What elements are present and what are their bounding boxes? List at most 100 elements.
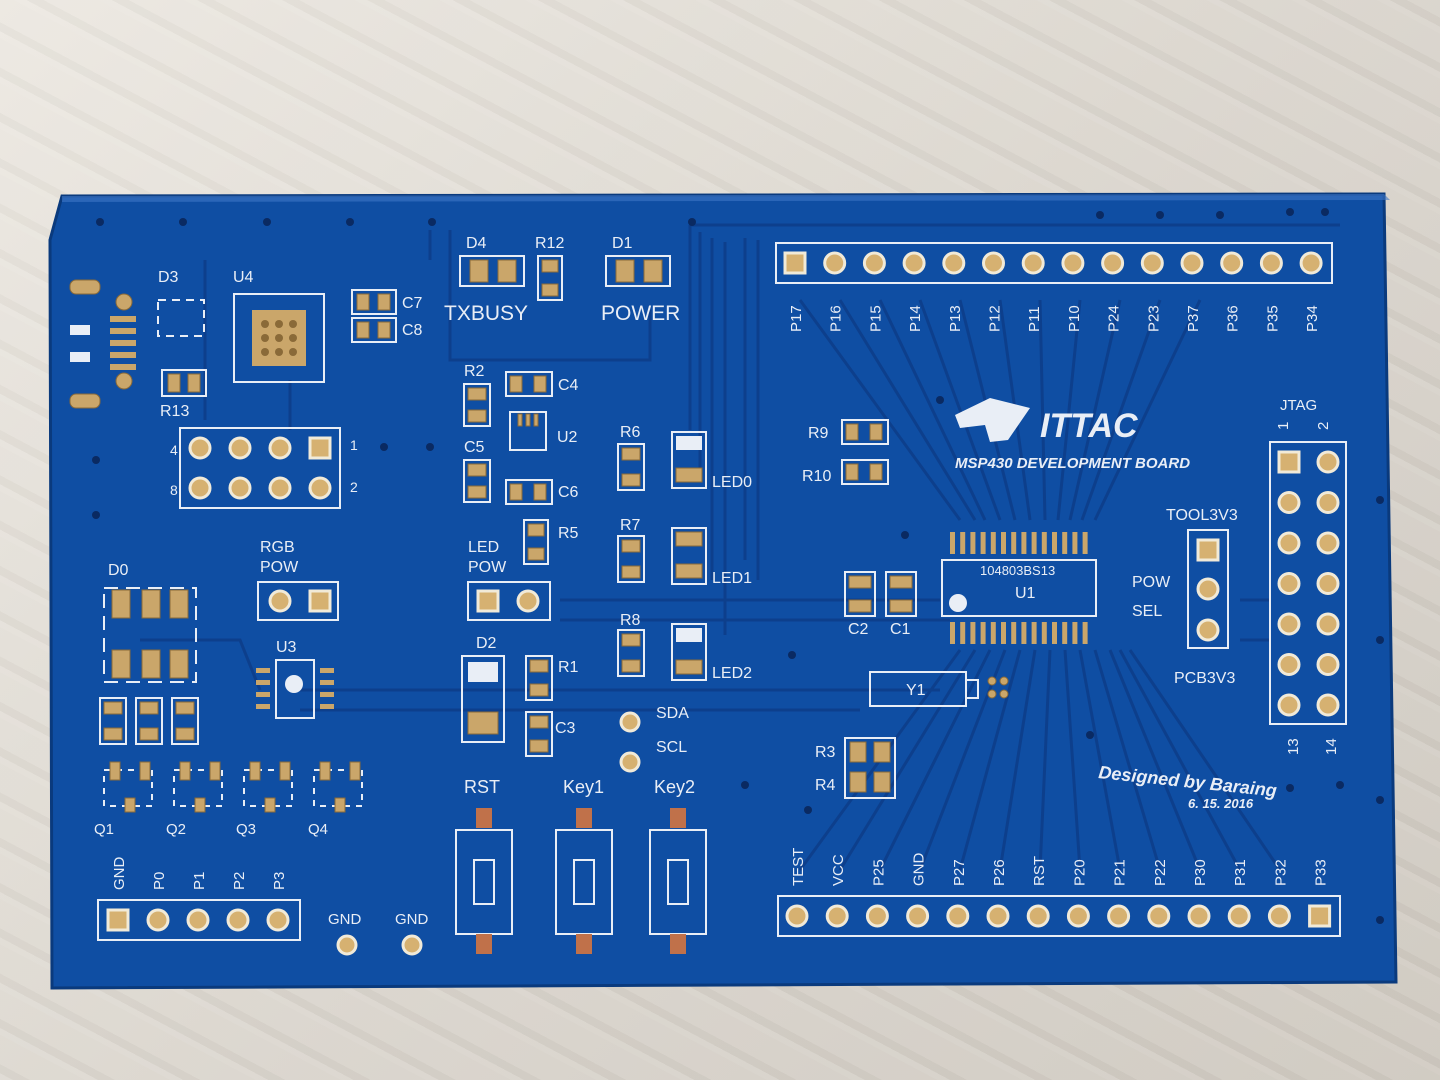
label-r12: R12 (535, 235, 564, 252)
bottom-header-label: P25 (870, 859, 887, 886)
top-header-pin (1140, 251, 1164, 275)
bottom-header-pin (1147, 904, 1171, 928)
u1-pin (970, 532, 976, 554)
top-header-label: P23 (1145, 305, 1162, 332)
u1-pin (970, 622, 976, 644)
bottom-header-pin (1187, 904, 1211, 928)
label-r6: R6 (620, 424, 641, 441)
bottom-header-pin (785, 904, 809, 928)
scl-testpoint (619, 751, 641, 773)
label-key2: Key2 (654, 777, 695, 797)
label-r5: R5 (558, 525, 579, 542)
u1-pin (1021, 532, 1027, 554)
label-hdr-1: 1 (350, 437, 358, 453)
u1-pin (1001, 622, 1006, 644)
u1-pin (960, 532, 966, 554)
label-jtag: JTAG (1280, 397, 1317, 414)
top-header-label: P35 (1264, 305, 1281, 332)
top-header-label: P14 (907, 305, 924, 332)
u1-pin (1052, 622, 1057, 644)
bottom-header-pin (1308, 904, 1332, 928)
u1-pin (990, 622, 996, 644)
bottom-header-label: P21 (1112, 859, 1129, 886)
label-u4: U4 (233, 269, 254, 286)
label-d2: D2 (476, 635, 497, 652)
label-c6: C6 (558, 484, 579, 501)
label-r13: R13 (160, 403, 189, 420)
jtag-pin (1316, 450, 1340, 474)
top-header-pin (982, 251, 1005, 275)
y1-crystal: Y1 (869, 671, 1009, 707)
label-hdr-8: 8 (170, 482, 178, 498)
design-date: 6. 15. 2016 (1188, 796, 1254, 811)
label-u2: U2 (557, 429, 578, 446)
bottom-header-label: GND (911, 853, 928, 887)
label-key1: Key1 (563, 777, 604, 797)
u1-pin (1031, 532, 1037, 554)
u1-pin (950, 532, 955, 554)
u1-main-chip: 104803BS13 U1 (941, 532, 1097, 644)
label-jtag-2: 2 (1315, 422, 1332, 430)
top-header-label: P36 (1225, 305, 1242, 332)
u1-pin (960, 622, 966, 644)
bottom-header-pin (1227, 904, 1251, 928)
top-header-pin (823, 251, 847, 275)
top-header-pin (1180, 251, 1204, 275)
logo-text: ITTAC (1040, 407, 1138, 445)
key1-button: Key1 (555, 777, 613, 954)
label-pcb3v3: PCB3V3 (1174, 670, 1235, 687)
bottom-header-outline (777, 895, 1341, 937)
label-rgb-pow-1: RGB (260, 539, 295, 556)
u1-pin (1072, 622, 1078, 644)
label-c1: C1 (890, 621, 911, 638)
u1-pin (1001, 532, 1006, 554)
top-header-label: P12 (987, 305, 1004, 332)
u1-pin (1082, 532, 1088, 554)
label-c7: C7 (402, 295, 423, 312)
top-header-label: P17 (788, 305, 805, 332)
u1-pin (1072, 532, 1078, 554)
label-scl: SCL (656, 739, 687, 756)
top-header-pin (1299, 251, 1323, 275)
label-power: POWER (601, 302, 680, 325)
ittac-logo: ITTAC MSP430 DEVELOPMENT BOARD (955, 398, 1190, 472)
top-header-pin (1021, 251, 1045, 275)
label-led-pow-2: POW (468, 559, 507, 576)
label-c3: C3 (555, 720, 576, 737)
label-jtag-1: 1 (1275, 422, 1292, 430)
label-c4: C4 (558, 377, 579, 394)
label-led2: LED2 (712, 665, 752, 682)
label-tool3v3: TOOL3V3 (1166, 507, 1238, 524)
label-c2: C2 (848, 621, 869, 638)
u1-pin (1041, 622, 1047, 644)
u1-pin (990, 532, 996, 554)
bottom-header-label: P27 (951, 859, 968, 886)
rst-button: RST (455, 777, 513, 954)
transistors (103, 761, 363, 813)
label-txbusy: TXBUSY (444, 302, 528, 325)
left-header-label: P2 (231, 872, 248, 890)
bottom-header-pin (1026, 904, 1050, 928)
label-led0: LED0 (712, 474, 752, 491)
jtag-pin (1277, 653, 1301, 676)
usb-connector (69, 279, 136, 409)
bottom-header-label: TEST (790, 848, 807, 886)
top-header-label: P10 (1066, 305, 1083, 332)
header-2x4 (179, 427, 341, 509)
top-header-label: P13 (947, 305, 964, 332)
u1-pin (1062, 532, 1068, 554)
d3-outline (157, 299, 205, 337)
label-sel: SEL (1132, 603, 1162, 620)
jtag-pin (1277, 612, 1301, 636)
u1-pin (950, 622, 955, 644)
top-header-label: P24 (1106, 305, 1123, 332)
label-u1: U1 (1015, 585, 1036, 602)
jtag-pin (1277, 491, 1301, 514)
top-header-pin (1259, 251, 1283, 275)
u4-qfn-chip (233, 293, 325, 383)
u1-pin (1031, 622, 1037, 644)
